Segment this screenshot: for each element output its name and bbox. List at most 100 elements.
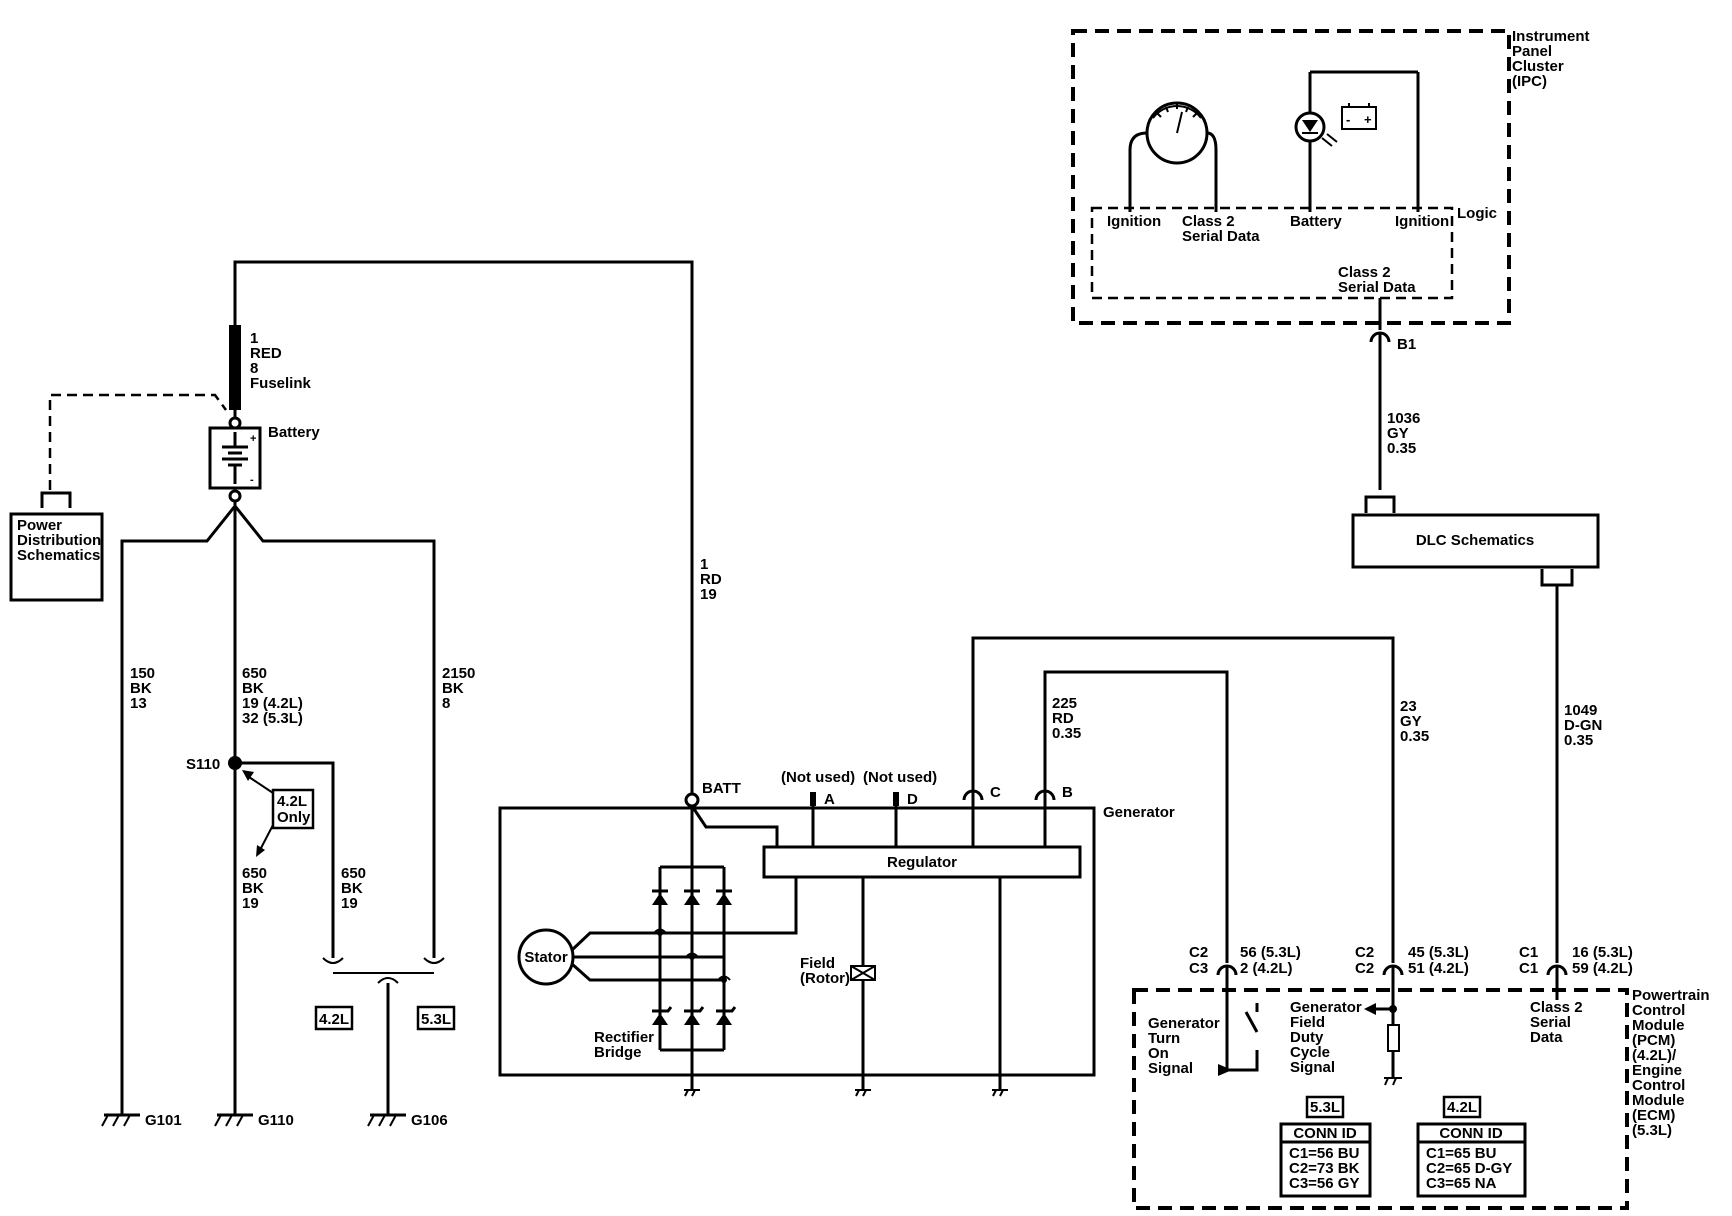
generator-pin-c: C [990,784,1001,801]
wire-2150-label-3: 8 [442,695,450,712]
pcm-conn3-a: C1 [1519,944,1538,961]
regulator-box [762,845,1082,879]
pcm-title-6: Engine [1632,1062,1682,1079]
conn-table-53-row-1: C1=56 BU [1289,1145,1359,1162]
conn-table-42-row-3: C3=65 NA [1426,1175,1497,1192]
pcm-dashed-border [1132,988,1629,1210]
wire-225-label-2: RD [1052,710,1074,727]
ground-g106-icon: G106 [367,1112,448,1129]
field-duty-label-5: Signal [1290,1059,1335,1076]
dlc-schematics-label: DLC Schematics [1416,532,1534,549]
battery-indicator-minus: - [1346,112,1350,127]
turn-on-label-4: Signal [1148,1060,1193,1077]
ipc-logic-label: Logic [1457,205,1497,222]
ipc-connector-b1: B1 [1397,336,1416,353]
pcm-title-8: Module [1632,1092,1685,1109]
pcm-conn1-a: C2 [1189,944,1208,961]
power-distribution-label-2: Distribution [17,532,101,549]
ipc-title-3: Cluster [1512,58,1564,75]
turn-on-label-3: On [1148,1045,1169,1062]
conn-table-53-header: CONN ID [1293,1125,1357,1142]
generator-pin-a: A [824,791,835,808]
wire-225: 225 RD 0.35 [1043,670,1229,963]
pcm-title-2: Control [1632,1002,1685,1019]
ipc-class2-bottom-1: Class 2 [1338,264,1391,281]
ground-g106-label: G106 [411,1112,448,1129]
conn-table-53-row-3: C3=56 GY [1289,1175,1359,1192]
ipc-logic-box [1090,206,1454,300]
ipc-pin-class2-2: Serial Data [1182,228,1260,245]
engine-tag-42: 4.2L [319,1011,349,1028]
ipc-pin-ignition-left: Ignition [1107,213,1161,230]
engine-option-junction: 4.2L 5.3L [314,957,456,1115]
fuselink-label-2: RED [250,345,282,362]
generator-pin-d: D [907,791,918,808]
wire-1rd-label-1: 1 [700,556,708,573]
ground-g110-icon: G110 [214,1112,294,1129]
pcm-conn2-pin-a: 45 (5.3L) [1408,944,1469,961]
splice-only-label-1: 4.2L [277,793,307,810]
battery-circuit: 1 RED 8 Fuselink + - Battery [48,260,694,1115]
wire-1049-label-3: 0.35 [1564,732,1593,749]
power-distribution-label-3: Schematics [17,547,100,564]
wire-1036-label-1: 1036 [1387,410,1420,427]
conn-table-53: 5.3L CONN ID C1=56 BU C2=73 BK C3=56 GY [1279,1095,1372,1198]
pcm-title-3: Module [1632,1017,1685,1034]
wire-650a-label-4: 32 (5.3L) [242,710,303,727]
wire-1049: 1049 D-GN 0.35 [1546,585,1602,1000]
pcm-title-1: Powertrain [1632,987,1710,1004]
conn-table-42-row-2: C2=65 D-GY [1426,1160,1512,1177]
dlc-schematics-box[interactable]: DLC Schematics [1351,513,1600,587]
wire-650c-label-2: BK [341,880,363,897]
wire-650a-label-3: 19 (4.2L) [242,695,303,712]
wire-23-label-2: GY [1400,713,1422,730]
ipc-class2-bottom-2: Serial Data [1338,279,1416,296]
field-duty-label-2: Field [1290,1014,1325,1031]
pcm-conn1-pin-a: 56 (5.3L) [1240,944,1301,961]
pcm-class2-label-2: Serial [1530,1014,1571,1031]
battery-minus: - [250,474,254,486]
ground-g101-label: G101 [145,1112,182,1129]
wire-650b-labels: 650 BK 19 [242,865,267,912]
pcm-module: Powertrain Control Module (PCM) (4.2L)/ … [1132,944,1710,1210]
generator-border [498,806,1096,1077]
ipc-pin-class2-1: Class 2 [1182,213,1235,230]
pcm-class2-label-1: Class 2 [1530,999,1583,1016]
turn-on-label-2: Turn [1148,1030,1180,1047]
pcm-class2-label-3: Data [1530,1029,1563,1046]
pcm-conn3-b: C1 [1519,960,1538,977]
wire-1rd-labels: 1 RD 19 [700,556,722,603]
power-distribution-box[interactable]: Power Distribution Schematics [9,491,104,602]
rectifier-bridge-icon [652,865,737,1052]
ipc-pin-battery: Battery [1290,213,1342,230]
splice-s110: S110 4.2L Only [186,756,335,958]
pcm-conn1-b: C3 [1189,960,1208,977]
generator-batt-label: BATT [702,780,741,797]
stator-label: Stator [524,949,568,966]
conn-table-42-row-1: C1=65 BU [1426,1145,1496,1162]
field-label-1: Field [800,955,835,972]
ipc-module: Instrument Panel Cluster (IPC) [1071,28,1590,325]
wire-225-label-3: 0.35 [1052,725,1081,742]
field-duty-label-3: Duty [1290,1029,1324,1046]
wire-150-label-3: 13 [130,695,147,712]
wire-650c-label-1: 650 [341,865,366,882]
field-duty-label-1: Generator [1290,999,1362,1016]
wire-150-labels: 150 BK 13 [130,665,155,712]
battery-label: Battery [268,424,320,441]
wire-650a-labels: 650 BK 19 (4.2L) 32 (5.3L) [242,665,303,727]
field-duty-label-4: Cycle [1290,1044,1330,1061]
pcm-conn1-pin-b: 2 (4.2L) [1240,960,1293,977]
wire-650a-label-1: 650 [242,665,267,682]
battery-indicator-icon: - + [1294,70,1420,212]
ipc-dashed-border [1071,29,1511,325]
wire-225-label-1: 225 [1052,695,1077,712]
splice-s110-label: S110 [186,756,220,773]
ipc-title-4: (IPC) [1512,73,1547,90]
conn-table-42-header: CONN ID [1439,1125,1503,1142]
regulator-label: Regulator [887,854,957,871]
generator-not-used-d: (Not used) [863,769,937,786]
pcm-conn2-a: C2 [1355,944,1374,961]
wire-23: 23 GY 0.35 [971,636,1429,963]
ipc-pin-ignition-right: Ignition [1395,213,1449,230]
